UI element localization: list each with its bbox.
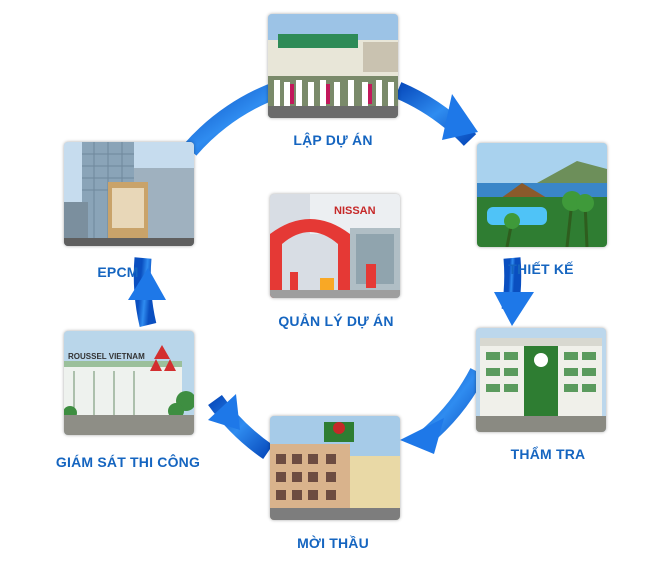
photo-epcm bbox=[64, 142, 194, 246]
label-tham-tra: THẨM TRA bbox=[510, 446, 586, 462]
roussel-sign: ROUSSEL VIETNAM bbox=[68, 352, 145, 361]
label-lap-du-an: LẬP DỰ ÁN bbox=[293, 132, 373, 148]
arrowhead-right-lower bbox=[400, 418, 444, 454]
arrowhead-right-upper bbox=[494, 292, 534, 326]
label-quan-ly-du-an: QUẢN LÝ DỰ ÁN bbox=[278, 313, 394, 329]
photo-moi-thau bbox=[270, 416, 400, 520]
arrowhead-left bbox=[128, 268, 166, 300]
photo-giam-sat: ROUSSEL VIETNAM bbox=[64, 331, 194, 435]
label-moi-thau: MỜI THẦU bbox=[297, 535, 369, 551]
arrowhead-bottom-left bbox=[208, 394, 240, 430]
nissan-sign: NISSAN bbox=[334, 205, 376, 217]
photo-lap-du-an bbox=[268, 14, 398, 118]
arrowhead-top-right bbox=[442, 94, 478, 140]
photo-tham-tra bbox=[476, 328, 606, 432]
photo-thiet-ke bbox=[477, 143, 607, 247]
arrow-heads bbox=[128, 94, 534, 454]
label-thiet-ke: THIẾT KẾ bbox=[508, 261, 574, 277]
photo-quan-ly-du-an: NISSAN bbox=[270, 194, 400, 298]
label-giam-sat: GIÁM SÁT THI CÔNG bbox=[55, 454, 201, 470]
label-epcm: EPCM bbox=[97, 264, 139, 280]
